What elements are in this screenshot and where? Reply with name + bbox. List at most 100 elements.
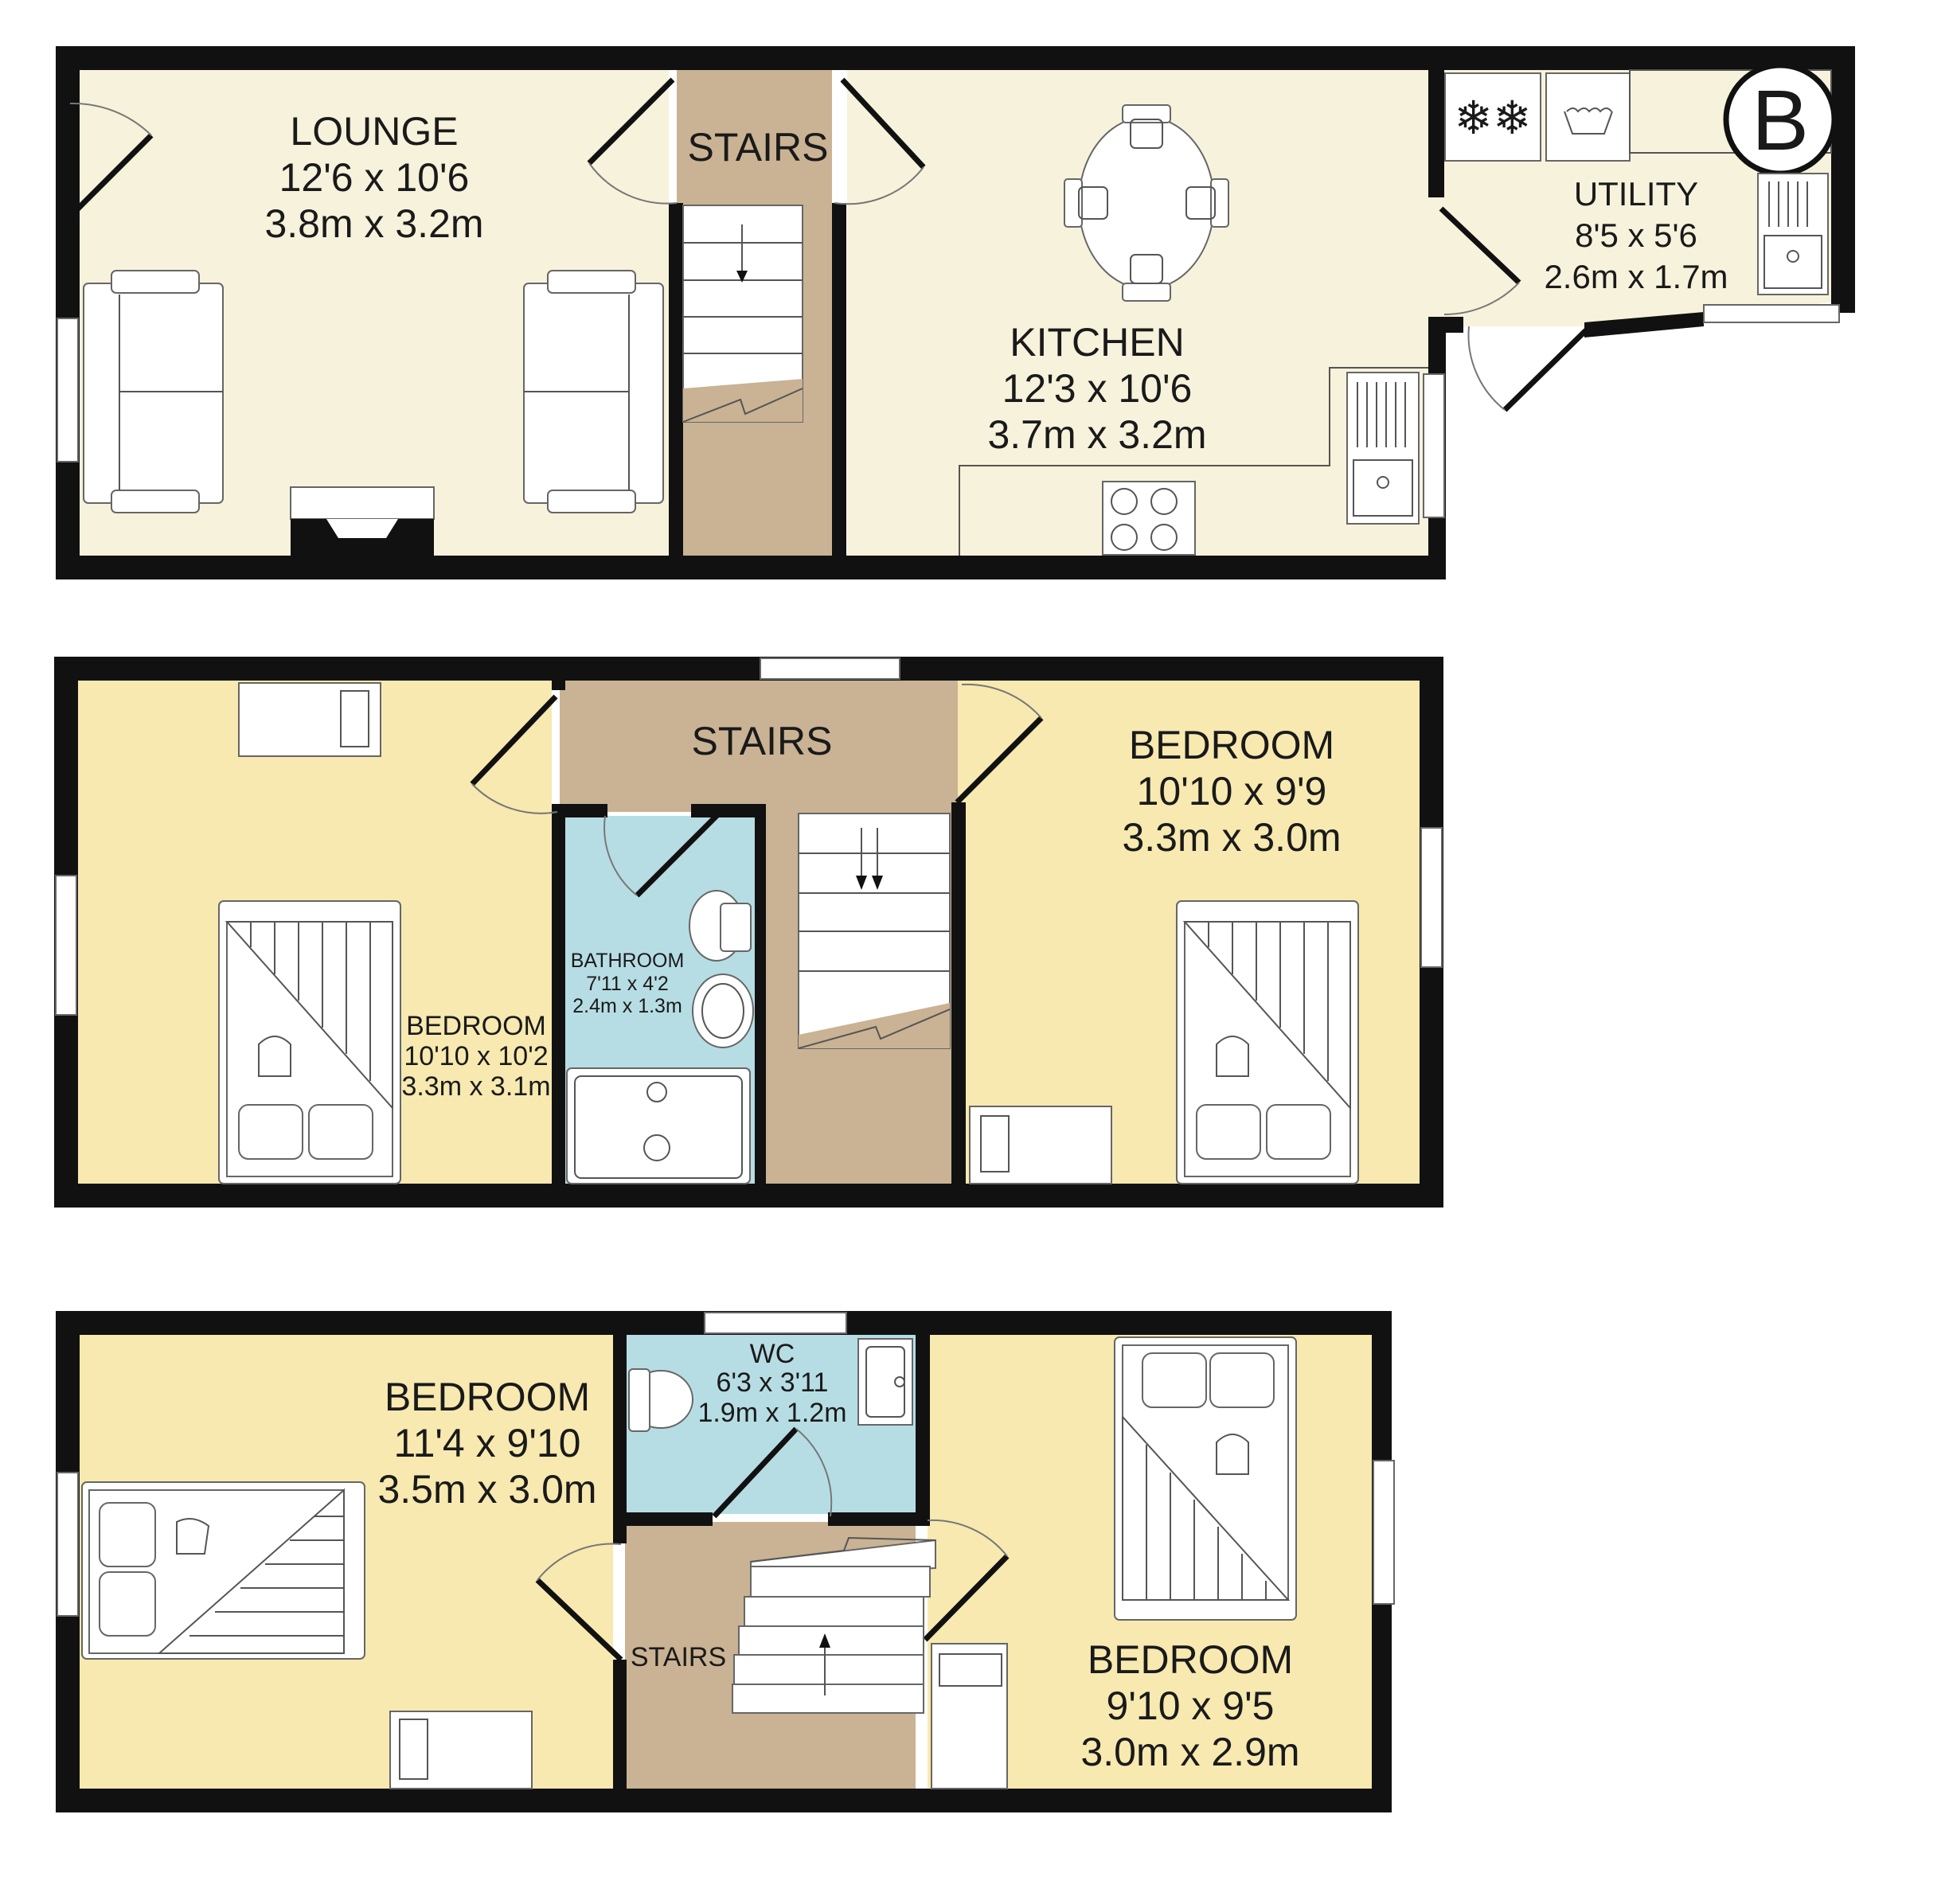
ground-wall-left	[56, 46, 80, 579]
lounge-stairs-door	[587, 77, 675, 166]
utility-wall-stub	[1428, 317, 1463, 333]
bedroom-3-dim-metric: 3.5m x 3.0m	[377, 1467, 596, 1512]
ground-staircase	[682, 205, 803, 423]
bedroom-3-window	[57, 1472, 79, 1617]
wc-wall-bottom-left	[613, 1512, 713, 1526]
bedroom-2-bed-icon	[1176, 900, 1359, 1184]
bedroom-2-wall-left	[951, 802, 966, 1184]
wc-door	[712, 1426, 799, 1519]
ground-wall-top	[56, 46, 1855, 70]
bedroom-2-label: BEDROOM	[1129, 723, 1334, 767]
kitchen-sink-icon	[1346, 372, 1420, 525]
bedroom-3-door	[535, 1578, 623, 1662]
lounge-window	[57, 318, 79, 462]
boiler-icon: B	[1723, 62, 1838, 177]
svg-text:❄❄: ❄❄	[1454, 92, 1531, 144]
bedroom-3-wardrobe-icon	[389, 1711, 533, 1789]
double-bed-icon	[218, 900, 401, 1184]
lounge-label: LOUNGE	[290, 109, 458, 154]
back-door	[1502, 328, 1588, 412]
kitchen-stairs-door	[840, 77, 926, 170]
bedroom-1-label: BEDROOM	[406, 1011, 546, 1041]
bathroom-label: BATHROOM	[571, 950, 685, 972]
utility-sink-icon	[1757, 173, 1829, 295]
bedroom-4-door	[923, 1554, 1010, 1642]
bedroom-2-dim-metric: 3.3m x 3.0m	[1122, 815, 1341, 860]
bathroom-dim-imperial: 7'11 x 4'2	[586, 973, 669, 995]
kitchen-window	[1423, 373, 1445, 518]
utility-dim-metric: 2.6m x 1.7m	[1544, 258, 1728, 295]
wc-label: WC	[750, 1339, 795, 1369]
lounge-dim-metric: 3.8m x 3.2m	[264, 201, 483, 246]
lounge-dim-imperial: 12'6 x 10'6	[279, 155, 470, 200]
bedroom-4-label: BEDROOM	[1088, 1637, 1293, 1682]
utility-dim-imperial: 8'5 x 5'6	[1575, 217, 1697, 254]
bedroom-3-dim-imperial: 11'4 x 9'10	[393, 1421, 580, 1465]
first-stairs-label: STAIRS	[692, 719, 833, 763]
bedroom-1-window	[55, 875, 77, 1016]
utility-wall-right	[1831, 46, 1855, 313]
wc-wall-right	[916, 1335, 930, 1526]
kitchen-dim-imperial: 12'3 x 10'6	[1002, 366, 1193, 411]
bedroom-4-wardrobe-icon	[931, 1643, 1008, 1789]
bath-icon	[566, 1067, 751, 1184]
wardrobe-icon	[238, 682, 381, 757]
stairs-wall-left	[613, 1660, 627, 1789]
bedroom-4-bed-icon	[1114, 1336, 1297, 1621]
bathroom-wall-top-right	[691, 804, 766, 817]
second-floor: BEDROOM 11'4 x 9'10 3.5m x 3.0m WC 6'3 x…	[56, 1311, 1395, 1812]
landing-window	[760, 657, 900, 680]
hob-icon	[1102, 481, 1196, 556]
lounge-entrance-door	[68, 133, 154, 219]
first-floor: BEDROOM 10'10 x 10'2 3.3m x 3.1m BATHROO…	[54, 657, 1443, 1208]
fireplace	[290, 486, 435, 556]
bedroom-4-dim-imperial: 9'10 x 9'5	[1107, 1684, 1275, 1728]
wc-dim-imperial: 6'3 x 3'11	[717, 1368, 829, 1398]
bedroom-3-bed-icon	[81, 1481, 365, 1660]
ground-wall-stairs-left	[669, 203, 683, 564]
kitchen-label: KITCHEN	[1010, 320, 1184, 365]
wc-window	[704, 1312, 847, 1334]
bedroom-2-door	[955, 716, 1044, 805]
bedroom-1-dim-imperial: 10'10 x 10'2	[404, 1041, 548, 1071]
bathroom-wall-top	[552, 804, 607, 817]
second-wall-bottom	[56, 1789, 1392, 1812]
bathroom-dim-metric: 2.4m x 1.3m	[572, 995, 682, 1017]
utility-wall-bottom	[1584, 312, 1704, 337]
wc-wall-bottom-right	[828, 1512, 930, 1526]
bedroom-1-wall-stub	[552, 681, 565, 690]
bathroom-wall-right	[755, 804, 766, 1184]
fridge-freezer-icon: ❄❄	[1444, 72, 1541, 162]
ground-wall-bottom	[56, 556, 1446, 579]
first-staircase	[798, 813, 951, 1049]
sofa	[83, 270, 224, 513]
wc-basin-icon	[857, 1338, 913, 1426]
bedroom-4-dim-metric: 3.0m x 2.9m	[1080, 1730, 1299, 1774]
bedroom-2-window	[1420, 827, 1443, 968]
basin-icon	[692, 973, 754, 1048]
bathroom-wall-left	[552, 804, 565, 1184]
first-wall-top	[54, 657, 1443, 681]
top-stairs-label: STAIRS	[631, 1642, 726, 1672]
wc-dim-metric: 1.9m x 1.2m	[697, 1398, 846, 1428]
worktop	[959, 367, 1428, 556]
top-staircase	[732, 1536, 936, 1714]
utility-door	[1439, 206, 1521, 285]
ground-stairs-label: STAIRS	[688, 125, 829, 170]
bedroom-4-window	[1373, 1460, 1395, 1605]
bedroom-1-dim-metric: 3.3m x 3.1m	[401, 1071, 550, 1102]
bathroom-door	[635, 810, 723, 898]
bedroom-3-label: BEDROOM	[385, 1375, 590, 1419]
utility-label: UTILITY	[1574, 175, 1698, 213]
armchair	[523, 270, 664, 513]
dining-table	[1064, 104, 1229, 302]
boiler-label: B	[1752, 72, 1809, 168]
kitchen-dim-metric: 3.7m x 3.2m	[987, 412, 1206, 457]
bedroom-2-wardrobe-icon	[969, 1106, 1112, 1184]
bedroom-2-dim-imperial: 10'10 x 9'9	[1137, 769, 1327, 813]
landing-area	[560, 681, 958, 812]
ground-wall-stairs-right	[832, 203, 846, 564]
utility-wall-left	[1428, 70, 1444, 197]
washing-machine-icon	[1545, 72, 1631, 162]
first-wall-bottom	[54, 1184, 1443, 1208]
